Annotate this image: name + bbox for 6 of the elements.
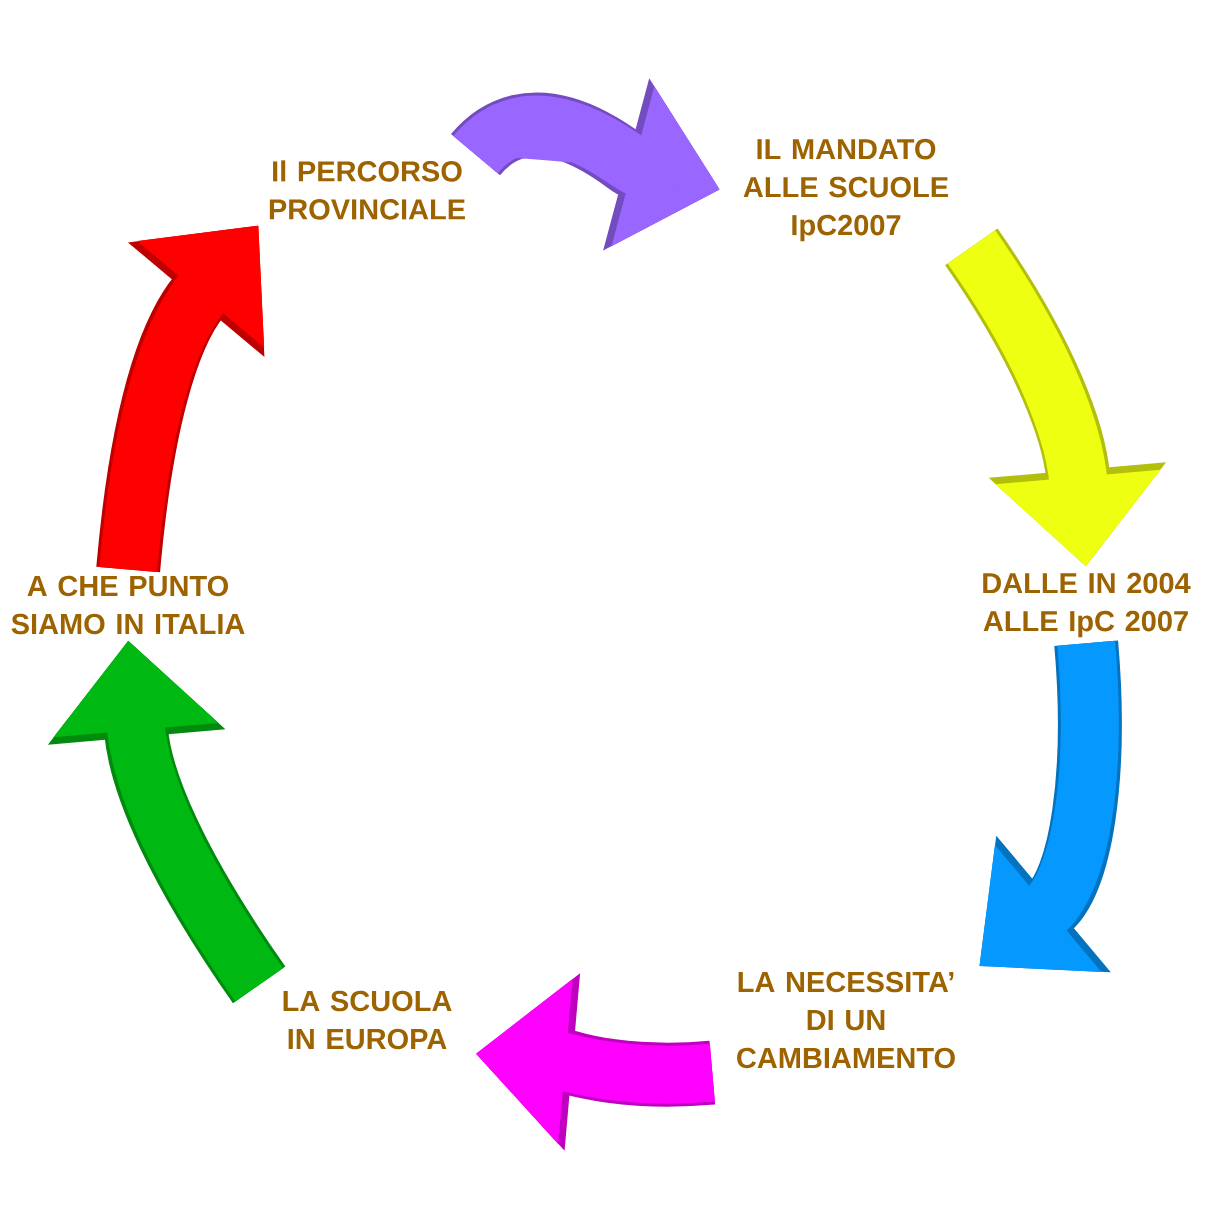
topic-label: LA SCUOLA IN EUROPA: [283, 990, 452, 1050]
topic-label: LA NECESSITA’ DI UN CAMBIAMENTO: [737, 971, 955, 1069]
topic-label: IL MANDATO ALLE SCUOLE IpC2007: [743, 138, 948, 242]
topic-label: Il PERCORSO PROVINCIALE: [269, 160, 465, 220]
topic-label: A CHE PUNTO SIAMO IN ITALIA: [11, 575, 245, 635]
topic-label: DALLE IN 2004 ALLE IpC 2007: [983, 572, 1191, 638]
